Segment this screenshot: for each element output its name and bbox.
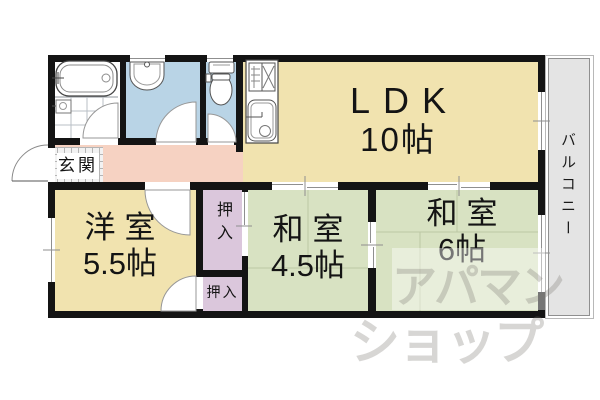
room-name: LDK	[349, 80, 460, 121]
room-name: 和室	[272, 212, 353, 247]
sliding-door	[428, 182, 490, 190]
room-size: 5.5帖	[82, 245, 158, 281]
entrance-label: 玄関	[57, 153, 99, 179]
wall	[48, 138, 243, 145]
room-name: 洋室	[84, 210, 165, 245]
bathtub-icon	[52, 60, 118, 97]
closet-upper	[203, 190, 242, 270]
bath-tiles	[55, 96, 118, 138]
closet-door-opening	[196, 277, 203, 309]
wall	[120, 55, 126, 145]
room-size: 4.5帖	[270, 247, 346, 283]
bath-door-opening	[80, 138, 118, 145]
sliding-door	[272, 182, 338, 190]
toilet-door-opening	[208, 138, 234, 145]
western-room-label: 洋室 5.5帖	[40, 210, 200, 281]
window	[207, 55, 233, 62]
door-arc	[82, 102, 119, 139]
wall	[48, 55, 545, 62]
watermark-backdrop	[392, 248, 545, 310]
wall	[196, 190, 203, 311]
washroom-door-opening	[156, 138, 196, 145]
wall	[200, 55, 206, 145]
room-size: 10帖	[360, 121, 436, 159]
closet-lower-label: 押入	[206, 284, 239, 300]
japanese-room-4-5-label: 和室 4.5帖	[228, 212, 388, 283]
western-room-door-opening	[145, 182, 190, 190]
closet-lower	[203, 277, 242, 311]
ldk-label: LDK 10帖	[293, 80, 503, 159]
window	[130, 55, 165, 62]
wall	[236, 55, 243, 152]
sliding-door	[242, 192, 248, 256]
room-toilet	[206, 62, 236, 138]
room-name: 和室	[426, 196, 507, 231]
window	[538, 92, 545, 150]
room-ldk	[243, 62, 538, 182]
closet-upper-label: 押入	[214, 201, 231, 247]
room-size: 6帖	[437, 231, 487, 267]
watermark-text-line1: アパマン	[392, 260, 565, 313]
japanese-room-6-label: 和室 6帖	[382, 196, 542, 267]
front-door-arc	[11, 144, 49, 182]
wall	[196, 270, 248, 277]
room-washroom	[126, 62, 200, 138]
watermark-text-line2: ショップ	[350, 313, 544, 371]
balcony-label: バルコニー	[559, 132, 576, 242]
wall	[48, 311, 545, 318]
front-door-opening	[48, 148, 55, 182]
balcony	[548, 58, 590, 316]
